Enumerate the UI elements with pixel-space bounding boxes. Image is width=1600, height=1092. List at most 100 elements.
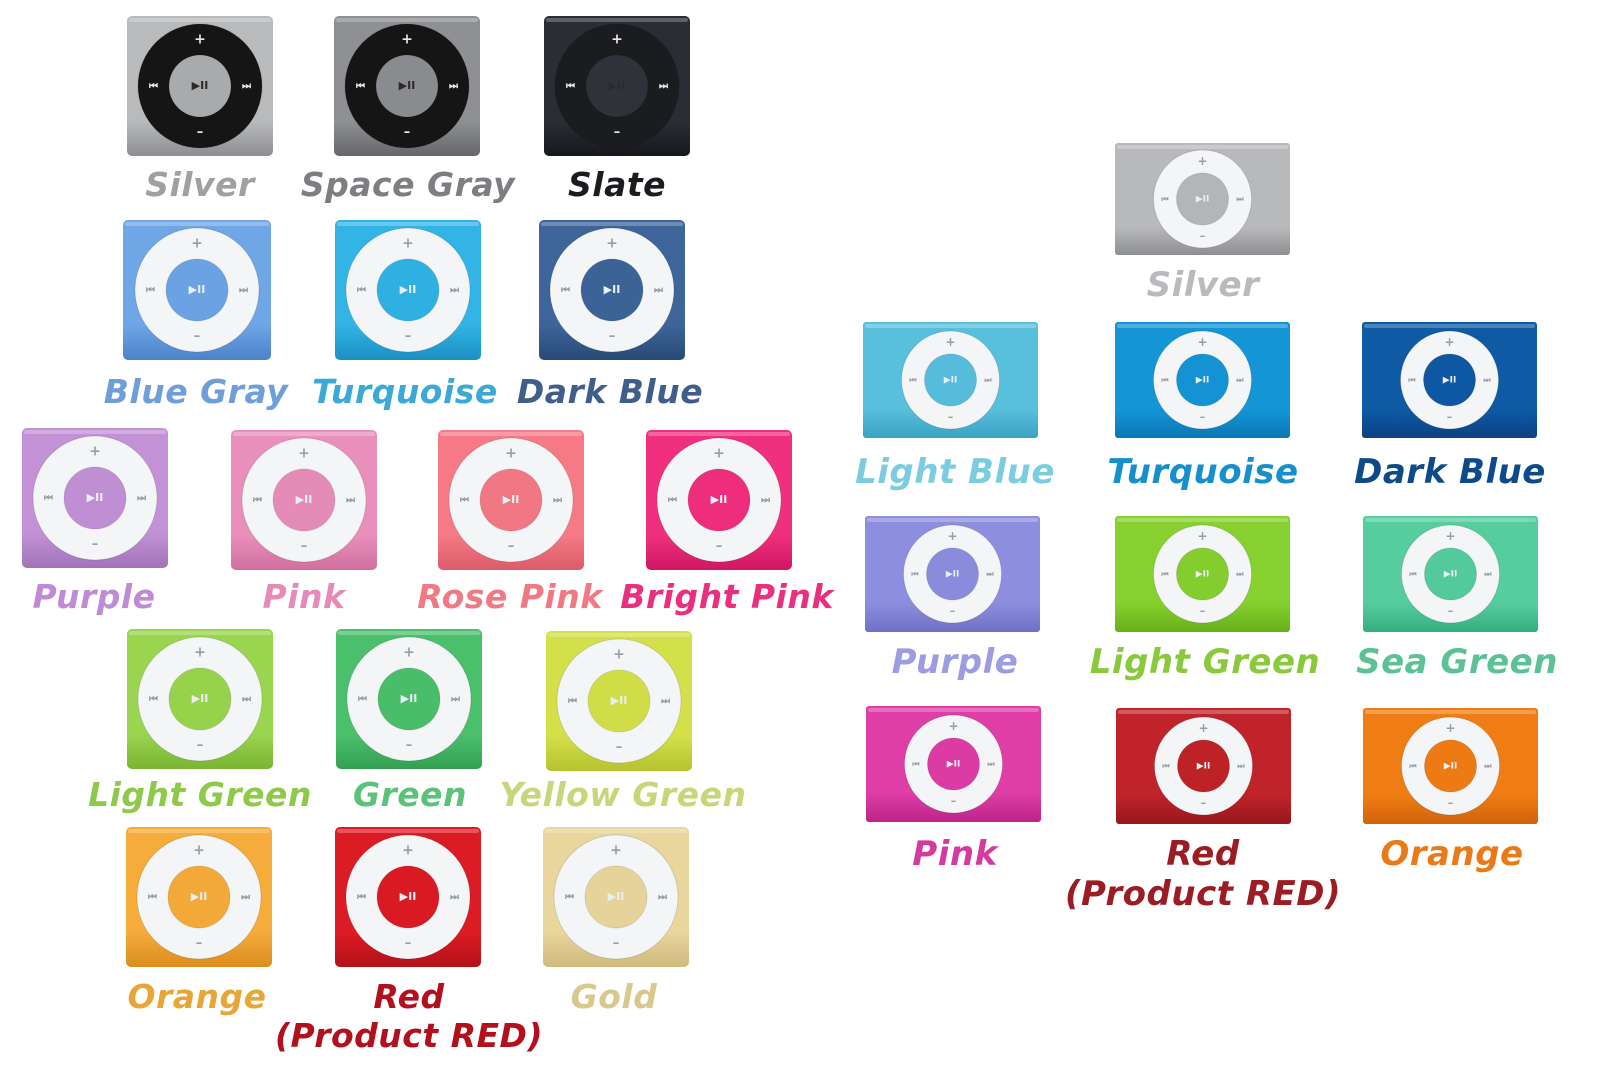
volume-up-icon: + bbox=[947, 529, 957, 543]
color-name: Sea Green bbox=[1356, 642, 1558, 682]
next-track-icon: ⏭ bbox=[1237, 762, 1245, 771]
volume-down-icon: – bbox=[716, 539, 723, 554]
center-button bbox=[926, 548, 979, 600]
ipod-shuffle-red: +–⏮⏭▶II bbox=[1116, 708, 1291, 824]
next-track-icon: ⏭ bbox=[987, 760, 995, 769]
ipod-shuffle-purple: + – ⏮ ⏭ ▶II bbox=[865, 516, 1040, 632]
previous-track-icon: ⏮ bbox=[253, 495, 262, 506]
volume-up-icon: + bbox=[1445, 529, 1455, 543]
volume-down-icon: – bbox=[194, 329, 201, 344]
color-label-light-green: Light Green bbox=[1005, 645, 1405, 679]
color-name: Light Blue bbox=[855, 452, 1055, 492]
previous-track-icon: ⏮ bbox=[148, 892, 157, 903]
play-pause-icon: ▶II bbox=[1444, 762, 1458, 772]
previous-track-icon: ⏮ bbox=[566, 81, 575, 92]
next-track-icon: ⏭ bbox=[137, 493, 146, 504]
play-pause-icon: ▶II bbox=[947, 760, 961, 770]
next-track-icon: ⏭ bbox=[1484, 570, 1492, 579]
ipod-shuffle-pink: +–⏮⏭▶II bbox=[866, 706, 1041, 822]
color-label-space-gray: Space Gray bbox=[208, 168, 608, 201]
color-label-red: Red(Product RED) bbox=[209, 980, 609, 1052]
center-button bbox=[588, 670, 650, 732]
color-name: Red bbox=[1166, 834, 1240, 874]
color-label-slate: Slate bbox=[417, 168, 817, 201]
play-pause-icon: ▶II bbox=[946, 570, 960, 580]
center-button bbox=[924, 354, 977, 406]
previous-track-icon: ⏮ bbox=[146, 285, 155, 296]
volume-down-icon: – bbox=[196, 936, 203, 951]
play-pause-icon: ▶II bbox=[400, 283, 417, 296]
center-button bbox=[1176, 354, 1229, 406]
play-pause-icon: ▶II bbox=[1197, 762, 1211, 772]
play-pause-icon: ▶II bbox=[400, 890, 417, 903]
volume-up-icon: + bbox=[193, 843, 205, 859]
next-track-icon: ⏭ bbox=[449, 81, 458, 92]
ipod-shuffle-dark-blue: +–⏮⏭▶II bbox=[1362, 322, 1537, 438]
center-button bbox=[1424, 548, 1477, 600]
color-label-orange: Orange bbox=[0, 980, 397, 1013]
volume-up-icon: + bbox=[1444, 335, 1454, 349]
color-name: Purple bbox=[32, 577, 156, 616]
ipod-shuffle-silver: +–⏮⏭▶II bbox=[1115, 143, 1290, 255]
color-name: Yellow Green bbox=[499, 775, 747, 814]
color-label-pink: Pink bbox=[755, 837, 1155, 871]
play-pause-icon: ▶II bbox=[87, 491, 104, 504]
play-pause-icon: ▶II bbox=[1196, 195, 1210, 205]
color-label-blue-gray: Blue Gray bbox=[0, 375, 396, 408]
play-pause-icon: ▶II bbox=[399, 79, 416, 92]
next-track-icon: ⏭ bbox=[659, 81, 668, 92]
ipod-shuffle-light-blue: +–⏮⏭▶II bbox=[863, 322, 1038, 438]
next-track-icon: ⏭ bbox=[450, 285, 459, 296]
play-pause-icon: ▶II bbox=[1196, 570, 1210, 580]
previous-track-icon: ⏮ bbox=[561, 285, 570, 296]
ipod-shuffle-orange: +–⏮⏭▶II bbox=[1363, 708, 1538, 824]
volume-up-icon: + bbox=[1197, 529, 1207, 543]
volume-down-icon: – bbox=[616, 740, 623, 755]
ipod-shuffle-rose-pink: +–⏮⏭▶II bbox=[438, 430, 584, 570]
color-label-orange: Orange bbox=[1252, 837, 1600, 871]
volume-up-icon: + bbox=[402, 843, 414, 859]
color-name: Silver bbox=[1146, 265, 1260, 305]
volume-up-icon: + bbox=[403, 645, 415, 661]
previous-track-icon: ⏮ bbox=[357, 892, 366, 903]
previous-track-icon: ⏮ bbox=[911, 570, 918, 579]
volume-up-icon: + bbox=[1197, 335, 1207, 349]
color-label-purple: Purple bbox=[0, 580, 294, 613]
play-pause-icon: ▶II bbox=[609, 79, 626, 92]
color-label-gold: Gold bbox=[414, 980, 814, 1013]
volume-down-icon: – bbox=[1448, 605, 1454, 618]
next-track-icon: ⏭ bbox=[242, 81, 251, 92]
volume-down-icon: – bbox=[301, 539, 308, 554]
center-button bbox=[169, 668, 231, 730]
color-subname: (Product RED) bbox=[274, 1016, 544, 1055]
volume-up-icon: + bbox=[194, 645, 206, 661]
play-pause-icon: ▶II bbox=[1444, 570, 1458, 580]
color-label-purple: Purple bbox=[755, 645, 1155, 679]
color-name: Dark Blue bbox=[516, 372, 704, 411]
center-button bbox=[376, 55, 438, 117]
next-track-icon: ⏭ bbox=[1236, 376, 1244, 385]
next-track-icon: ⏭ bbox=[242, 694, 251, 705]
color-name: Dark Blue bbox=[1354, 452, 1546, 492]
volume-up-icon: + bbox=[610, 843, 622, 859]
center-button bbox=[1423, 354, 1476, 406]
volume-up-icon: + bbox=[948, 719, 958, 733]
volume-up-icon: + bbox=[606, 236, 618, 252]
volume-up-icon: + bbox=[402, 236, 414, 252]
previous-track-icon: ⏮ bbox=[1161, 570, 1168, 579]
volume-up-icon: + bbox=[713, 446, 725, 462]
next-track-icon: ⏭ bbox=[986, 570, 994, 579]
volume-up-icon: + bbox=[89, 444, 101, 460]
volume-down-icon: – bbox=[950, 605, 956, 618]
play-pause-icon: ▶II bbox=[192, 692, 209, 705]
next-track-icon: ⏭ bbox=[239, 285, 248, 296]
color-name: Space Gray bbox=[300, 165, 516, 204]
play-pause-icon: ▶II bbox=[944, 376, 958, 386]
play-pause-icon: ▶II bbox=[191, 890, 208, 903]
next-track-icon: ⏭ bbox=[984, 376, 992, 385]
previous-track-icon: ⏮ bbox=[912, 760, 919, 769]
ipod-shuffle-light-green: +–⏮⏭▶II bbox=[127, 629, 273, 769]
center-button bbox=[586, 55, 648, 117]
volume-down-icon: – bbox=[197, 125, 204, 140]
volume-down-icon: – bbox=[1200, 605, 1206, 618]
